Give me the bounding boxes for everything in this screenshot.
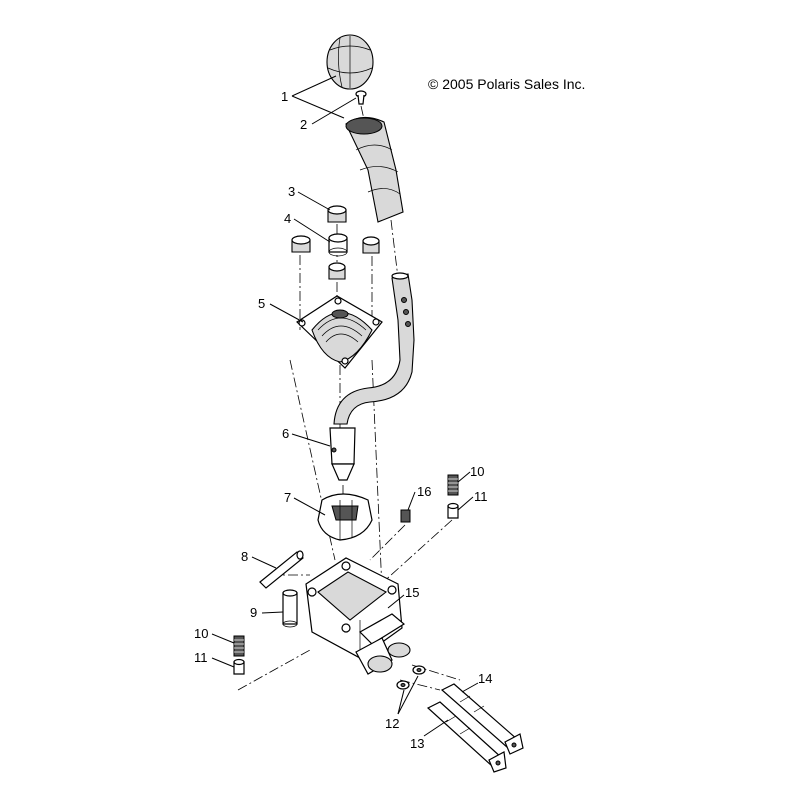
- shifter-body: [305, 557, 411, 675]
- callout-3: 3: [288, 184, 295, 199]
- callout-6: 6: [282, 426, 289, 441]
- callout-11-left: 11: [194, 650, 208, 665]
- set-screw: [400, 509, 411, 523]
- callout-12: 12: [385, 716, 399, 731]
- callout-8: 8: [241, 549, 248, 564]
- shift-lever: [329, 272, 415, 481]
- washer-upper: [412, 665, 426, 675]
- shift-knob: [326, 34, 374, 90]
- callout-7: 7: [284, 490, 291, 505]
- shift-rod-lower: [426, 701, 507, 773]
- nut-right: [362, 236, 380, 254]
- shift-rod-upper: [440, 683, 524, 755]
- nut-left: [291, 235, 311, 253]
- callout-1: 1: [281, 89, 288, 104]
- leader-lines: [211, 75, 479, 737]
- callout-9: 9: [250, 605, 257, 620]
- nut-middle: [328, 262, 346, 280]
- callout-4: 4: [284, 211, 291, 226]
- callout-11-right: 11: [474, 489, 488, 504]
- shift-boot: [345, 116, 404, 223]
- callout-10-right: 10: [470, 464, 484, 479]
- callout-10-left: 10: [194, 626, 208, 641]
- nut-top: [327, 205, 347, 223]
- callout-13: 13: [410, 736, 424, 751]
- callout-labels: 1 2 3 4 5 6 7 8 9 10 11 10 11 16 15 12 1…: [194, 89, 492, 751]
- callout-16: 16: [417, 484, 431, 499]
- callout-2: 2: [300, 117, 307, 132]
- dowel: [282, 589, 298, 628]
- copyright-notice: © 2005 Polaris Sales Inc.: [428, 76, 586, 92]
- screw: [355, 90, 367, 105]
- callout-5: 5: [258, 296, 265, 311]
- boot-plate: [296, 295, 383, 369]
- detent-ball-left: [233, 658, 245, 675]
- bushing: [328, 233, 348, 257]
- spring-right: [447, 474, 459, 496]
- washer-lower: [396, 680, 410, 690]
- pin: [259, 550, 304, 589]
- pivot-housing: [317, 493, 373, 541]
- detent-ball-right: [447, 502, 459, 519]
- callout-15: 15: [405, 585, 419, 600]
- spring-left: [233, 635, 245, 657]
- callout-14: 14: [478, 671, 492, 686]
